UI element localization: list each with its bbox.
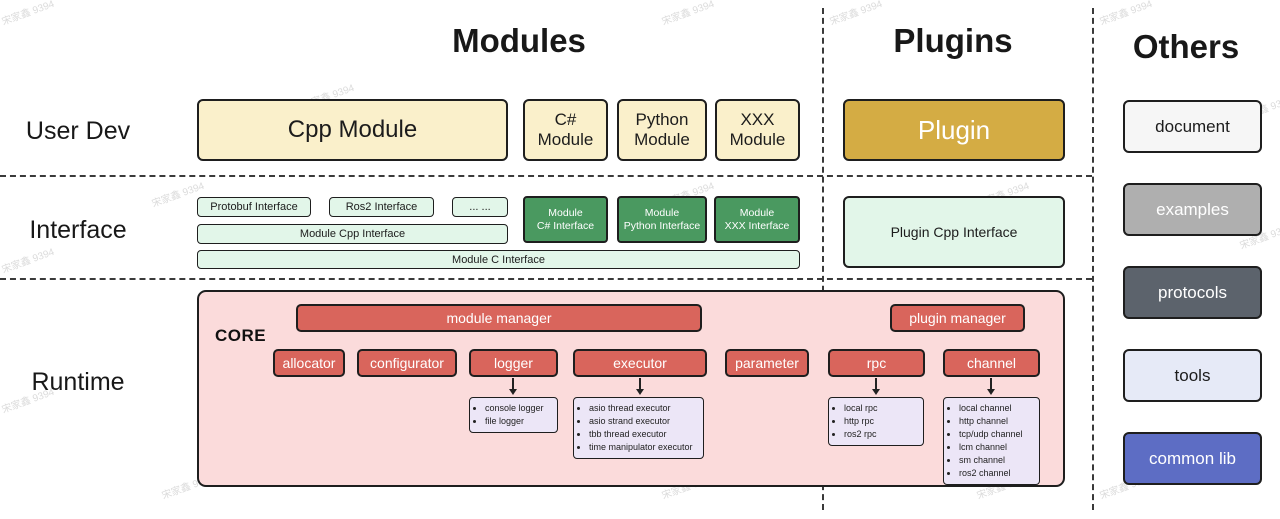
interface-runtime-separator <box>0 278 1092 280</box>
xxx-module-box: XXX Module <box>715 99 800 161</box>
others-header: Others <box>1132 28 1240 65</box>
module-manager-box: module manager <box>296 304 702 332</box>
channel-arrow-icon <box>987 378 995 395</box>
rpc-impl-items: local rpc http rpc ros2 rpc <box>829 402 878 441</box>
logger-impl-items: console logger file logger <box>470 402 544 428</box>
channel-box: channel <box>943 349 1040 377</box>
module-cpp-interface-box: Module Cpp Interface <box>197 224 508 244</box>
channel-impl-item: tcp/udp channel <box>959 428 1023 441</box>
channel-impl-items: local channel http channel tcp/udp chann… <box>944 402 1023 480</box>
allocator-box: allocator <box>273 349 345 377</box>
others-item-common-lib: common lib <box>1123 432 1262 485</box>
channel-impl-item: sm channel <box>959 454 1023 467</box>
row-label-runtime: Runtime <box>31 368 125 396</box>
module-csharp-interface-box: Module C# Interface <box>523 196 608 243</box>
executor-impl-item: asio thread executor <box>589 402 693 415</box>
executor-box: executor <box>573 349 707 377</box>
python-module-box: Python Module <box>617 99 707 161</box>
protobuf-interface-box: Protobuf Interface <box>197 197 311 217</box>
cpp-module-box: Cpp Module <box>197 99 508 161</box>
row-label-user-dev: User Dev <box>25 117 131 145</box>
csharp-module-box: C# Module <box>523 99 608 161</box>
watermark-text: 宋家鑫 9394 <box>0 0 56 28</box>
logger-impl-item: console logger <box>485 402 544 415</box>
userdev-interface-separator <box>0 175 1092 177</box>
others-item-document: document <box>1123 100 1262 153</box>
rpc-arrow-icon <box>872 378 880 395</box>
others-item-protocols: protocols <box>1123 266 1262 319</box>
others-item-tools: tools <box>1123 349 1262 402</box>
module-xxx-interface-box: Module XXX Interface <box>714 196 800 243</box>
logger-box: logger <box>469 349 558 377</box>
channel-impl-item: ros2 channel <box>959 467 1023 480</box>
channel-impl-list: local channel http channel tcp/udp chann… <box>943 397 1040 486</box>
rpc-impl-item: local rpc <box>844 402 878 415</box>
others-item-examples: examples <box>1123 183 1262 236</box>
ros2-interface-box: Ros2 Interface <box>329 197 434 217</box>
modules-plugins-separator <box>822 8 824 510</box>
plugins-others-separator <box>1092 8 1094 510</box>
watermark-text: 宋家鑫 9394 <box>1098 0 1154 28</box>
executor-impl-list: asio thread executor asio strand executo… <box>573 397 704 460</box>
logger-impl-list: console logger file logger <box>469 397 558 434</box>
executor-impl-item: time manipulator executor <box>589 441 693 454</box>
channel-impl-item: lcm channel <box>959 441 1023 454</box>
core-container: CORE module manager plugin manager alloc… <box>197 290 1065 487</box>
executor-impl-item: asio strand executor <box>589 415 693 428</box>
rpc-impl-list: local rpc http rpc ros2 rpc <box>828 397 924 447</box>
channel-impl-item: http channel <box>959 415 1023 428</box>
executor-arrow-icon <box>636 378 644 395</box>
plugin-manager-box: plugin manager <box>890 304 1025 332</box>
executor-impl-item: tbb thread executor <box>589 428 693 441</box>
logger-arrow-icon <box>509 378 517 395</box>
channel-impl-item: local channel <box>959 402 1023 415</box>
configurator-box: configurator <box>357 349 457 377</box>
watermark-text: 宋家鑫 9394 <box>660 0 716 28</box>
watermark-text: 宋家鑫 9394 <box>0 246 56 276</box>
plugin-box: Plugin <box>843 99 1065 161</box>
module-c-interface-box: Module C Interface <box>197 250 800 269</box>
plugin-cpp-interface-box: Plugin Cpp Interface <box>843 196 1065 268</box>
module-python-interface-box: Module Python Interface <box>617 196 707 243</box>
rpc-box: rpc <box>828 349 925 377</box>
core-label: CORE <box>215 326 267 345</box>
parameter-box: parameter <box>725 349 809 377</box>
more-interfaces-box: ... ... <box>452 197 508 217</box>
modules-header: Modules <box>452 22 586 59</box>
rpc-impl-item: http rpc <box>844 415 878 428</box>
plugins-header: Plugins <box>893 22 1013 59</box>
rpc-impl-item: ros2 rpc <box>844 428 878 441</box>
logger-impl-item: file logger <box>485 415 544 428</box>
row-label-interface: Interface <box>29 216 127 244</box>
executor-impl-items: asio thread executor asio strand executo… <box>574 402 693 454</box>
